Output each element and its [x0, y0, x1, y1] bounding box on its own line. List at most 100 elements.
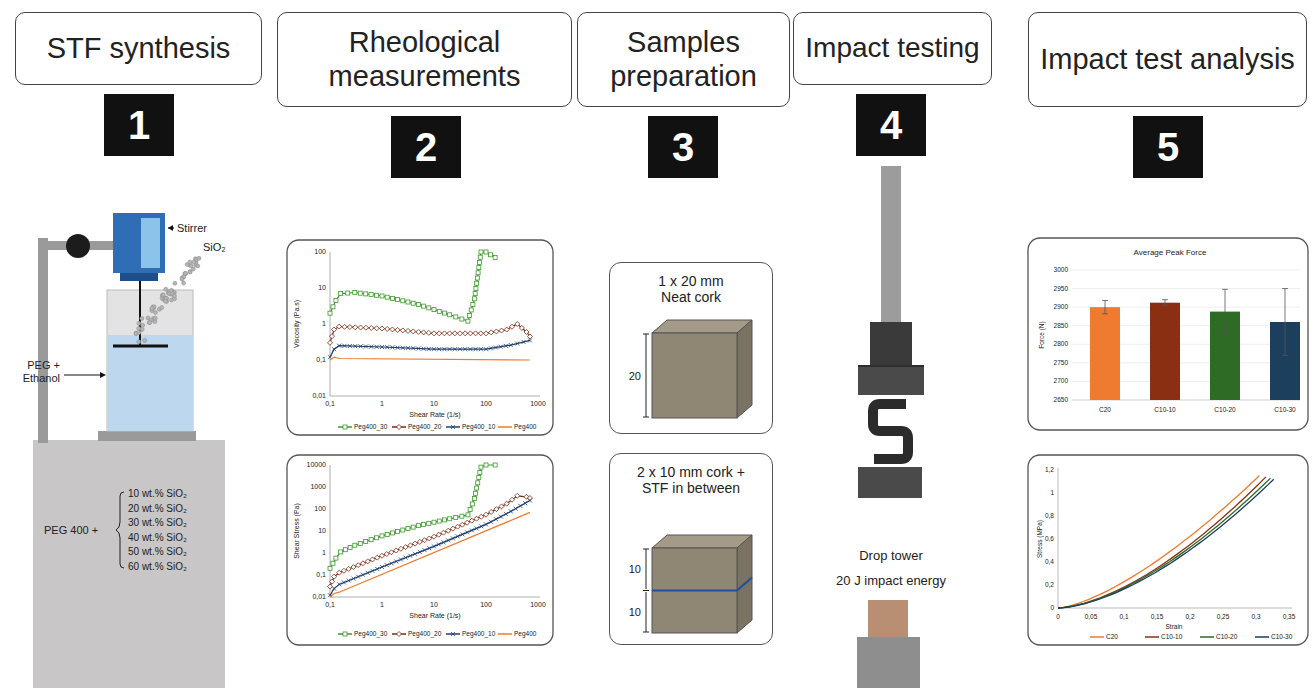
bar: [1150, 303, 1180, 400]
particle: [197, 256, 201, 260]
marker-cross: [366, 571, 370, 575]
marker-cross: [451, 632, 455, 636]
stirrer-body: [113, 213, 165, 273]
marker-cross: [499, 515, 503, 519]
step-number: 3: [672, 124, 694, 170]
stir-apparatus: [33, 213, 225, 688]
cube-side: [737, 320, 752, 418]
legend-line: [1255, 636, 1269, 638]
label: 100: [480, 601, 492, 609]
label: 10: [430, 400, 438, 408]
stress-strain-curve: [1058, 477, 1266, 608]
legend-sample: [446, 423, 460, 431]
dimension-tick: [643, 632, 649, 633]
legend-text: C10-10: [1161, 634, 1182, 641]
stress-strain-curve: [1058, 479, 1274, 608]
marker-square: [406, 527, 410, 531]
marker-diamond: [515, 322, 520, 327]
step-title-box: Rheological measurements: [277, 12, 572, 107]
marker-cross: [408, 554, 412, 558]
gridlines: [1072, 270, 1300, 400]
marker-cross: [423, 548, 427, 552]
impactor-head: [870, 322, 912, 365]
marker-square: [478, 260, 482, 264]
label: Shear Rate (1/s): [409, 411, 460, 419]
marker-square: [385, 532, 389, 536]
marker-square: [472, 497, 476, 501]
marker-diamond: [510, 497, 515, 502]
marker-diamond: [465, 520, 470, 525]
label: 1: [1050, 489, 1054, 496]
legend-sample: [1200, 633, 1214, 641]
marker-square: [432, 520, 436, 524]
marker-square: [474, 491, 478, 495]
label: 10: [318, 527, 326, 535]
marker-cross: [494, 346, 498, 350]
chart-panel: [287, 455, 553, 645]
marker-cross: [375, 567, 379, 571]
marker-diamond: [332, 327, 337, 332]
marker-diamond: [469, 518, 474, 523]
data-curve: [330, 357, 530, 360]
marker-cross: [401, 346, 405, 350]
marker-diamond: [447, 331, 452, 336]
particle: [192, 260, 196, 264]
legend-sample: [1090, 633, 1104, 641]
legend-sample: [338, 630, 352, 638]
legend-line: [1145, 636, 1159, 638]
marker-cross: [528, 338, 532, 342]
label: 0,1: [1119, 613, 1128, 620]
marker-square: [353, 290, 357, 294]
gridline: [1072, 288, 1300, 289]
marker-square: [454, 315, 458, 319]
marker-square: [474, 286, 478, 290]
label: 2950: [1054, 285, 1068, 292]
marker-cross: [411, 346, 415, 350]
node-text: 2 x 10 mm cork + STF in between: [629, 464, 753, 496]
marker-diamond: [519, 325, 524, 330]
label: 100: [480, 400, 492, 408]
marker-square: [406, 300, 410, 304]
error-cap: [1222, 289, 1228, 290]
marker-cross: [518, 504, 522, 508]
marker-diamond: [365, 559, 370, 564]
marker-cross: [364, 344, 368, 348]
stress-strain-curve: [1058, 476, 1259, 608]
marker-diamond: [380, 326, 385, 331]
marker-square: [427, 306, 431, 310]
marker-square: [422, 523, 426, 527]
marker-square: [358, 291, 362, 295]
legend-item: Peg400_10: [446, 630, 495, 638]
marker-cross: [370, 569, 374, 573]
particle: [196, 264, 200, 268]
marker-square: [422, 304, 426, 308]
leader: [64, 374, 104, 375]
marker-diamond: [395, 327, 400, 332]
label: 50 wt.% SiO₂: [128, 546, 187, 558]
plate: [98, 431, 196, 441]
cube-front: [652, 548, 737, 633]
label: 20 J impact energy: [836, 574, 946, 589]
marker-square: [471, 302, 475, 306]
marker-diamond: [369, 326, 374, 331]
step-title-box: Impact test analysis: [1028, 12, 1307, 107]
label: SiO₂: [203, 241, 226, 254]
marker-cross: [451, 425, 455, 429]
label: Drop tower: [859, 549, 923, 564]
marker-cross: [451, 536, 455, 540]
marker-cross: [343, 344, 347, 348]
step-number: 2: [415, 124, 437, 170]
label: Shear Stress (Pa): [293, 503, 301, 559]
legend-line: [498, 633, 512, 635]
marker-cross: [479, 524, 483, 528]
marker-cross: [406, 346, 410, 350]
step-title-box: STF synthesis: [15, 12, 262, 85]
liquid: [107, 335, 193, 431]
legend-text: C10-20: [1216, 634, 1237, 641]
marker-cross: [332, 587, 336, 591]
marker-cross: [484, 347, 488, 351]
marker-diamond: [463, 331, 468, 336]
marker-diamond: [330, 579, 335, 584]
step-number-badge: 3: [648, 116, 718, 178]
stress-strain-curve: [1058, 478, 1271, 608]
